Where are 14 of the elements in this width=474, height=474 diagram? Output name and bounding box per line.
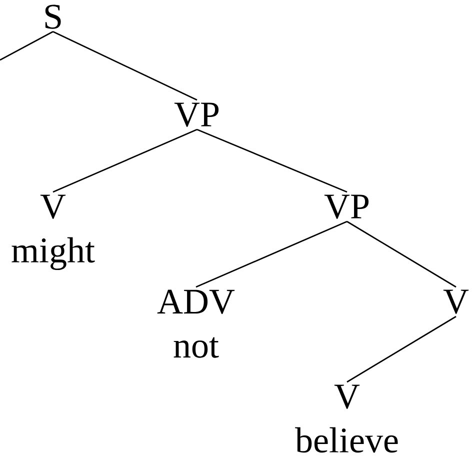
tree-label: V might [12,194,95,270]
tree-branch [52,30,198,101]
tree-branch [346,220,456,288]
tree-label: VP [174,102,219,127]
tree-branch [196,220,348,288]
tree-branch [196,128,348,193]
tree-branch [346,316,456,383]
tree-label: S [45,4,61,29]
tree-branch [0,30,54,61]
tree-label: VP [324,194,369,219]
tree-branch [52,128,198,193]
tree-label: V believe [295,384,398,453]
tree-label: ADV not [157,290,235,358]
tree-label: V [443,290,469,314]
